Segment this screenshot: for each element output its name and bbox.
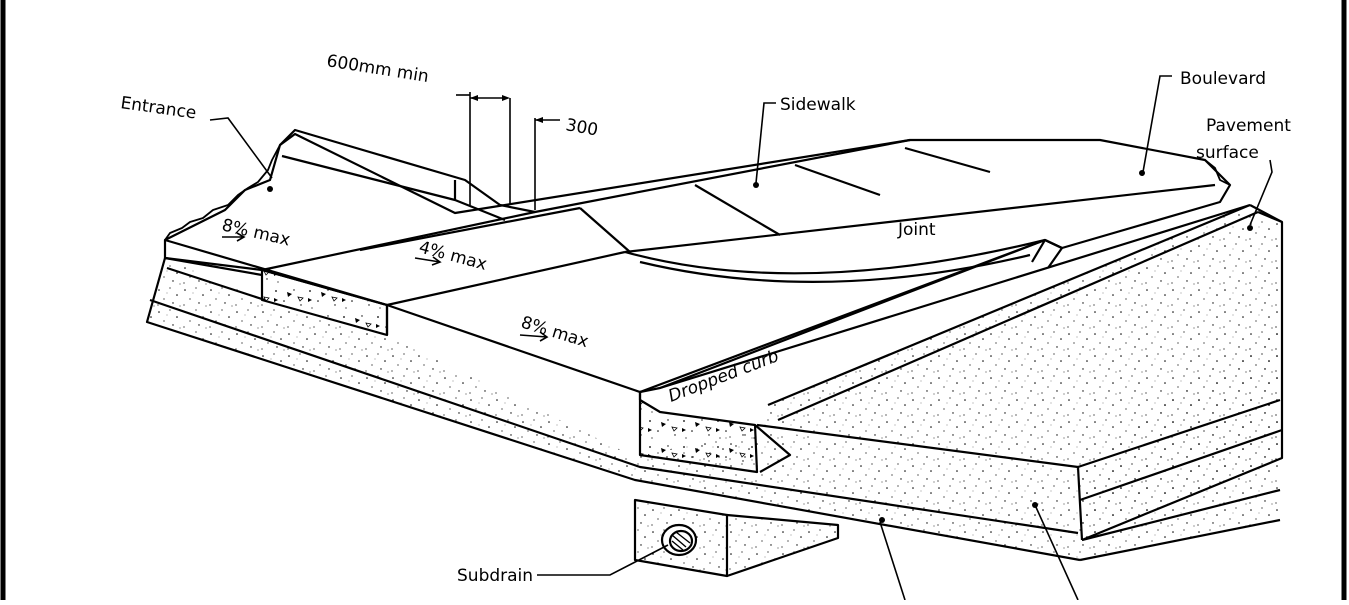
label-600mm-min: 600mm min [325,51,430,87]
label-pavement: Pavement [1206,116,1291,136]
label-300: 300 [564,115,599,140]
leader-dots [267,95,1253,523]
granular-base-layer [145,257,1282,562]
label-sidewalk: Sidewalk [780,95,856,115]
label-joint: Joint [897,220,936,240]
label-entrance: Entrance [119,93,197,123]
dropped-curb [638,203,1251,474]
leader-lines [209,75,1273,601]
pavement-slab [756,203,1284,542]
entrance-curb [279,128,536,222]
label-boulevard: Boulevard [1180,69,1266,89]
label-surface: surface [1196,143,1259,163]
sidewalk [261,138,1216,307]
sidewalk-section [260,268,389,337]
joint-curve [624,238,1064,283]
subdrain-box [633,498,840,578]
break-lines [164,144,1231,241]
label-subdrain: Subdrain [457,566,533,586]
